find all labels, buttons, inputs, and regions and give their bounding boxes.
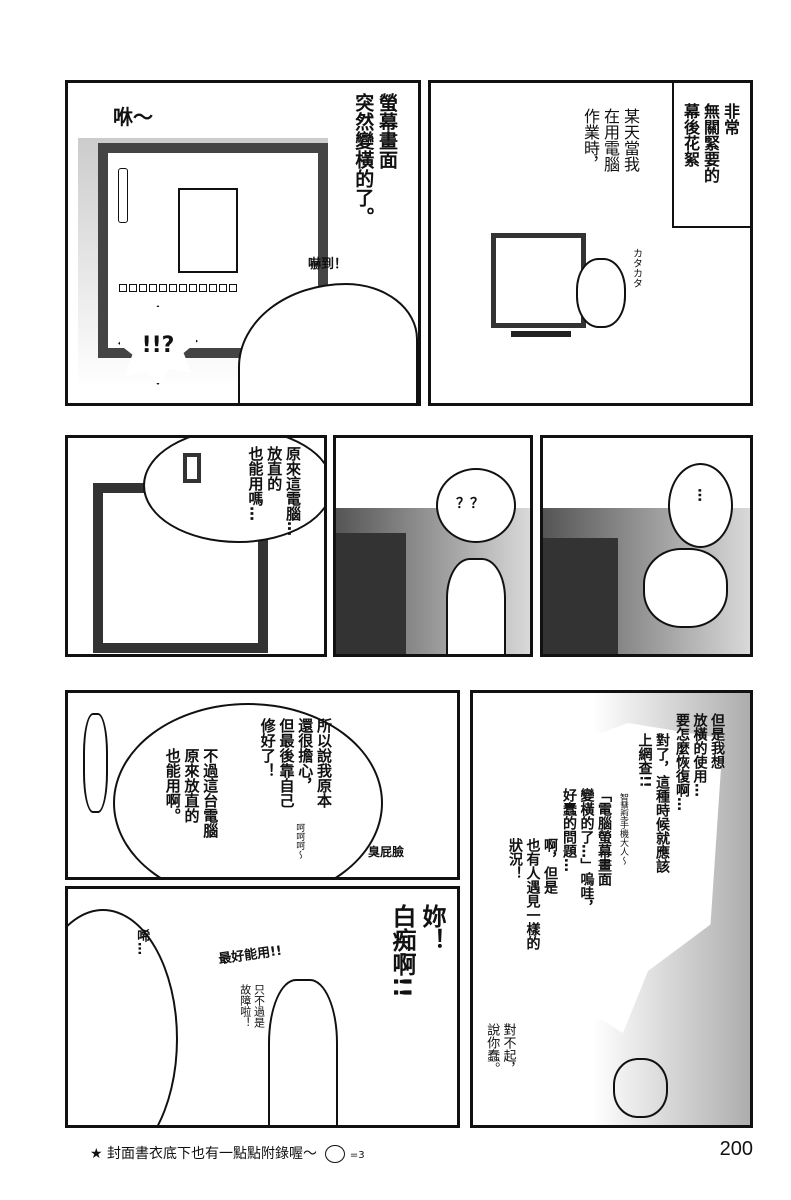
page-number: 200 — [719, 1138, 753, 1160]
emote-text: =3 — [349, 1150, 365, 1161]
panel-screen-turned: 咻～ 螢幕畫面 突然變橫的了。 嚇到！ !!? — [65, 80, 421, 406]
shout: 妳！ 白痴啊!! — [388, 904, 446, 998]
search-text-1: 但是我想 放橫的使用… 要怎麼恢復啊… — [674, 713, 725, 811]
panel-realization: 原來這電腦… 放直的 也能用嗎… — [65, 435, 327, 657]
narration: 螢幕畫面 突然變橫的了。 — [352, 93, 398, 226]
speech-text: … — [694, 488, 711, 502]
sfx-swoosh: 咻～ — [113, 105, 153, 129]
cloud-emote-icon — [325, 1145, 346, 1163]
caption-box — [672, 83, 750, 228]
sfx-sniff: 唏… — [134, 929, 150, 955]
thought-bubble — [143, 438, 324, 543]
speech-bubble — [668, 463, 733, 548]
narration: 某天當我 在用電腦 作業時， — [581, 108, 640, 172]
thought-text: 原來這電腦… 放直的 也能用嗎… — [246, 446, 303, 536]
panel-idiot: 唏… 最好能用!! 只不過是 故障啦！ 妳！ 白痴啊!! — [65, 886, 460, 1128]
speech-bubble — [113, 703, 383, 877]
panel-ellipsis: … — [540, 435, 753, 657]
smartphone-note: 智慧型手機大人～ — [618, 793, 628, 865]
footer-note: ★ 封面書衣底下也有一點點附錄喔～ =3 — [90, 1143, 365, 1163]
sfx-laugh: 呵呵呵～ — [294, 823, 305, 859]
footer-text: ★ 封面書衣底下也有一點點附錄喔～ — [90, 1146, 318, 1162]
mutter: 只不過是 故障啦！ — [238, 984, 266, 1028]
sfx-smug: 臭屁臉 — [368, 845, 405, 859]
caption-title: 非常 無關緊要的 幕後花絮 — [681, 103, 740, 183]
panel-brag: 所以說我原本 還很擔心， 但最後靠自己 修好了！ 不過這台電腦 原來放直的 也能… — [65, 690, 460, 880]
shout-small: 最好能用!! — [217, 943, 283, 968]
speech-main: 所以說我原本 還很擔心， 但最後靠自己 修好了！ — [258, 718, 333, 808]
search-text-3: 「電腦螢幕畫面 變橫的了…」嗚哇， 好蠢的問題… — [561, 788, 612, 914]
apology: 對不起， 說你蠢。 — [484, 1023, 516, 1075]
vertical-monitor-icon — [183, 453, 201, 483]
search-text-2: 對了，這種時候就應該 上網查!! — [636, 733, 671, 873]
sfx-typing: カタカタ — [630, 248, 642, 288]
search-text-4: 啊，但是 也有人遇見一樣的 狀況！ — [507, 838, 558, 950]
monitor — [491, 233, 586, 328]
speech-secondary: 不過這台電腦 原來放直的 也能用啊。 — [163, 748, 220, 838]
panel-intro: 非常 無關緊要的 幕後花絮 某天當我 在用電腦 作業時， カタカタ — [428, 80, 753, 406]
sfx-scared: 嚇到！ — [308, 257, 348, 272]
panel-question: ？？ — [333, 435, 533, 657]
thought-bubble — [436, 468, 516, 543]
panel-search: 但是我想 放橫的使用… 要怎麼恢復啊… 對了，這種時候就應該 上網查!! 智慧型… — [470, 690, 753, 1128]
thought-text: ？？ — [456, 496, 484, 512]
